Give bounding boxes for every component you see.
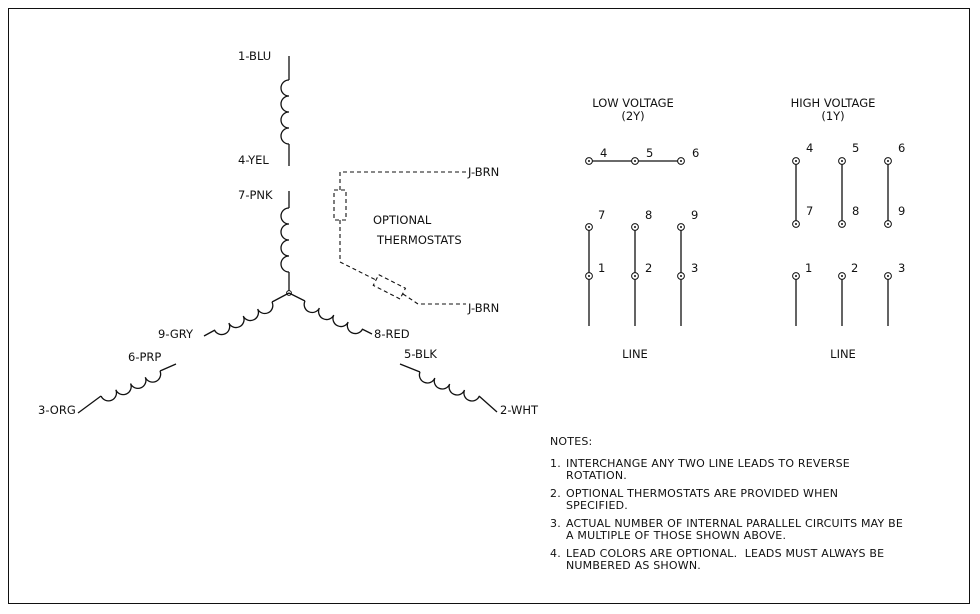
thermostat-label-line1: OPTIONAL: [373, 213, 432, 227]
lead-label-4-yel: 4-YEL: [238, 153, 269, 167]
coil-star-8: [288, 292, 373, 335]
high-voltage-connections: [795, 161, 889, 326]
high-voltage-terminals: [792, 157, 892, 280]
hv-terminal-7: [792, 220, 800, 228]
high-voltage-title: HIGH VOLTAGE: [791, 96, 876, 110]
hv-terminal-5: [838, 157, 846, 165]
lv-label-8: 8: [645, 208, 652, 222]
note-number: 3.: [550, 517, 561, 530]
lv-terminal-1: [585, 272, 593, 280]
lead-label-1-blu: 1-BLU: [238, 49, 271, 63]
lead-label-j-brn-bottom: J-BRN: [467, 301, 499, 315]
hv-label-8: 8: [852, 204, 859, 218]
hv-label-1: 1: [805, 261, 812, 275]
coil-5-2: [399, 363, 498, 413]
note-text: LEAD COLORS ARE OPTIONAL. LEADS MUST ALW…: [566, 547, 889, 572]
coil-1-4: [280, 56, 290, 166]
thermostat-circuit: [333, 171, 466, 305]
hv-label-9: 9: [898, 204, 905, 218]
hv-label-3: 3: [898, 261, 905, 275]
lv-terminal-4: [585, 157, 593, 165]
hv-terminal-6: [884, 157, 892, 165]
hv-terminal-8: [838, 220, 846, 228]
notes-block: NOTES: 1. INTERCHANGE ANY TWO LINE LEADS…: [550, 436, 950, 578]
hv-terminal-3: [884, 272, 892, 280]
drawing-border: [8, 8, 970, 604]
thermostat-1: [333, 189, 347, 221]
lv-label-5: 5: [646, 146, 653, 160]
note-text: OPTIONAL THERMOSTATS ARE PROVIDED WHEN S…: [566, 487, 839, 512]
lv-terminal-6: [677, 157, 685, 165]
thermostat-label-line2: THERMOSTATS: [376, 233, 462, 247]
lv-label-9: 9: [691, 208, 698, 222]
hv-terminal-9: [884, 220, 892, 228]
note-item: 2. OPTIONAL THERMOSTATS ARE PROVIDED WHE…: [550, 488, 950, 512]
lead-label-5-blk: 5-BLK: [404, 347, 437, 361]
low-voltage-title: LOW VOLTAGE: [592, 96, 674, 110]
lv-label-3: 3: [691, 261, 698, 275]
note-number: 2.: [550, 487, 561, 500]
hv-label-2: 2: [851, 261, 858, 275]
lv-terminal-8: [631, 223, 639, 231]
note-text: INTERCHANGE ANY TWO LINE LEADS TO REVERS…: [566, 457, 850, 482]
lv-label-4: 4: [600, 146, 607, 160]
lv-label-2: 2: [645, 261, 652, 275]
lv-label-7: 7: [598, 208, 605, 222]
lv-terminal-9: [677, 223, 685, 231]
coil-star-9: [203, 292, 290, 337]
note-number: 4.: [550, 547, 561, 560]
coil-7-star: [280, 191, 290, 292]
lead-label-6-prp: 6-PRP: [128, 350, 161, 364]
note-number: 1.: [550, 457, 561, 470]
hv-label-5: 5: [852, 141, 859, 155]
note-item: 3. ACTUAL NUMBER OF INTERNAL PARALLEL CI…: [550, 518, 950, 542]
notes-header: NOTES:: [550, 435, 593, 448]
lead-label-j-brn-top: J-BRN: [467, 165, 499, 179]
low-voltage-subtitle: (2Y): [621, 109, 644, 123]
hv-label-4: 4: [806, 141, 813, 155]
lead-label-3-org: 3-ORG: [38, 403, 76, 417]
low-voltage-terminals: [585, 157, 685, 280]
lead-label-8-red: 8-RED: [374, 327, 410, 341]
hv-label-6: 6: [898, 141, 905, 155]
high-voltage-subtitle: (1Y): [821, 109, 844, 123]
lv-terminal-3: [677, 272, 685, 280]
lv-terminal-5: [631, 157, 639, 165]
lead-label-7-pnk: 7-PNK: [238, 188, 273, 202]
lead-label-9-gry: 9-GRY: [158, 327, 194, 341]
note-item: 4. LEAD COLORS ARE OPTIONAL. LEADS MUST …: [550, 548, 950, 572]
lv-line-label: LINE: [622, 347, 648, 361]
thermostat-2: [372, 273, 407, 300]
hv-terminal-2: [838, 272, 846, 280]
hv-label-7: 7: [806, 204, 813, 218]
lv-label-6: 6: [692, 146, 699, 160]
lv-terminal-2: [631, 272, 639, 280]
lead-label-2-wht: 2-WHT: [500, 403, 539, 417]
note-text: ACTUAL NUMBER OF INTERNAL PARALLEL CIRCU…: [566, 517, 904, 542]
low-voltage-connections: [588, 160, 682, 326]
note-item: 1. INTERCHANGE ANY TWO LINE LEADS TO REV…: [550, 458, 950, 482]
hv-terminal-4: [792, 157, 800, 165]
hv-line-label: LINE: [830, 347, 856, 361]
hv-terminal-1: [792, 272, 800, 280]
lv-terminal-7: [585, 223, 593, 231]
coil-6-3: [77, 363, 177, 414]
lv-label-1: 1: [598, 261, 605, 275]
